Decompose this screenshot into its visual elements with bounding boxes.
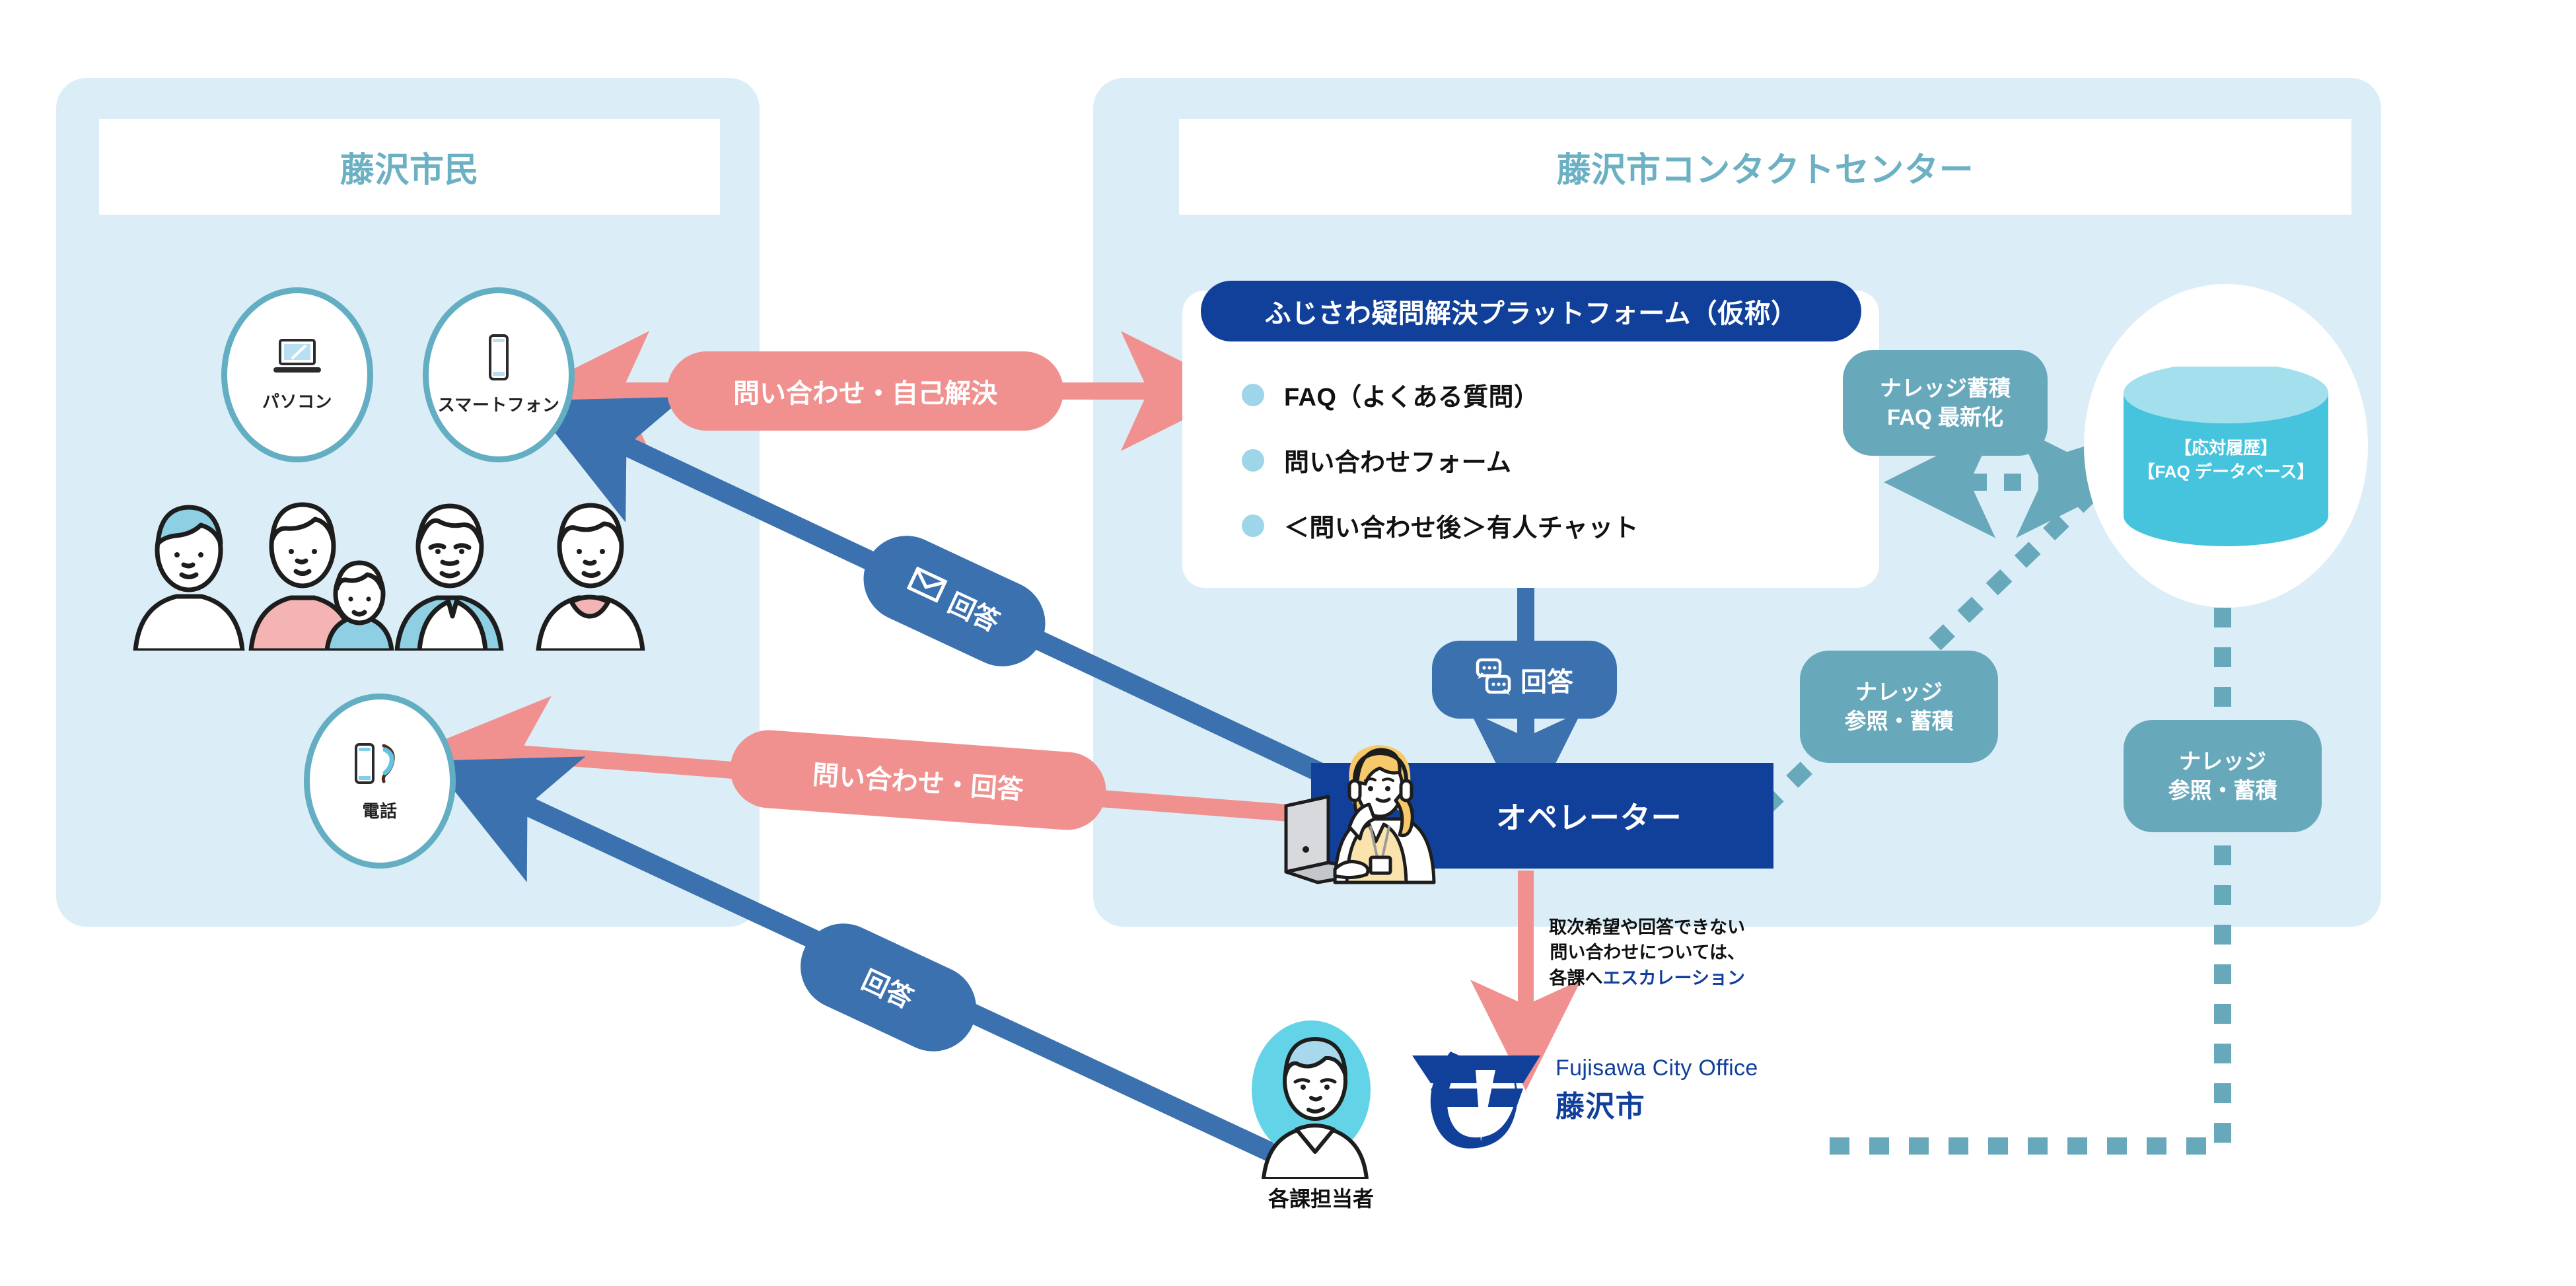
dept-staff-avatar	[1262, 1037, 1369, 1179]
device-smartphone[interactable]: スマートフォン	[423, 287, 575, 462]
panel-citizens-title-box: 藤沢市民	[99, 119, 720, 215]
database-cylinder-icon	[2124, 367, 2328, 546]
panel-citizens-title: 藤沢市民	[340, 151, 480, 190]
label-answer-chat-text: 回答	[1521, 668, 1573, 697]
label-answer-chat: 回答	[1432, 641, 1617, 719]
platform-item-label: ＜問い合わせ後＞有人チャット	[1284, 515, 1639, 542]
platform-badge: ふじさわ疑問解決プラットフォーム（仮称）	[1201, 281, 1861, 341]
mail-icon	[904, 566, 948, 609]
badge-knowledge-ref-dept-line1: ナレッジ	[2179, 749, 2266, 774]
fujisawa-city-logo-en: Fujisawa City Office	[1556, 1055, 1758, 1081]
escalation-note-line2: 問い合わせについては、	[1550, 943, 1745, 963]
badge-knowledge-accumulate: ナレッジ蓄積 FAQ 最新化	[1843, 350, 2048, 456]
escalation-note-line1: 取次希望や回答できない	[1549, 917, 1745, 937]
badge-knowledge-accumulate-line1: ナレッジ蓄積	[1880, 376, 2011, 401]
fujisawa-city-logo-mark	[1412, 1052, 1540, 1149]
label-inquiry-answer-phone-text: 問い合わせ・回答	[811, 760, 1024, 805]
bullet-dot-icon	[1242, 448, 1264, 472]
badge-knowledge-ref-dept-line2: 参照・蓄積	[2168, 778, 2277, 803]
badge-knowledge-ref-operator: ナレッジ 参照・蓄積	[1800, 651, 1998, 763]
operator-illustration	[1284, 745, 1436, 884]
label-answer-mail: 回答	[849, 521, 1059, 681]
device-pc[interactable]: パソコン	[221, 287, 373, 462]
label-answer-phone-text: 回答	[857, 965, 917, 1015]
escalation-note-line3-prefix: 各課へ	[1549, 968, 1603, 988]
bullet-dot-icon	[1242, 514, 1264, 537]
database-label: 【応対履歴】 【FAQ データベース】	[2117, 436, 2335, 484]
platform-item[interactable]: 問い合わせフォーム	[1242, 442, 1639, 478]
platform-item[interactable]: ＜問い合わせ後＞有人チャット	[1242, 507, 1639, 544]
device-pc-label: パソコン	[262, 391, 333, 411]
laptop-icon	[271, 338, 324, 382]
panel-contact-center-title-box: 藤沢市コンタクトセンター	[1179, 119, 2351, 215]
operator-label: オペレーター	[1496, 801, 1682, 835]
device-phone-label: 電話	[362, 801, 398, 821]
escalation-note-line3: 各課へエスカレーション	[1549, 966, 1745, 991]
database-label-line2: 【FAQ データベース】	[2137, 462, 2314, 482]
fujisawa-city-logo-text: Fujisawa City Office 藤沢市	[1556, 1055, 1758, 1125]
badge-knowledge-ref-dept: ナレッジ 参照・蓄積	[2124, 720, 2322, 832]
badge-knowledge-ref-operator-line1: ナレッジ	[1855, 680, 1943, 705]
badge-knowledge-ref-operator-line2: 参照・蓄積	[1844, 709, 1954, 733]
device-smartphone-label: スマートフォン	[437, 394, 560, 415]
label-answer-mail-text: 回答	[943, 589, 1004, 637]
label-inquiry-self-solve: 問い合わせ・自己解決	[667, 351, 1063, 431]
bullet-dot-icon	[1242, 383, 1264, 406]
phone-call-icon	[348, 740, 411, 791]
dept-staff-label: 各課担当者	[1268, 1187, 1374, 1211]
platform-item-label: 問い合わせフォーム	[1284, 449, 1512, 477]
platform-item-label: FAQ（よくある質問）	[1284, 384, 1540, 411]
panel-contact-center-title: 藤沢市コンタクトセンター	[1556, 151, 1974, 190]
badge-knowledge-accumulate-line2: FAQ 最新化	[1886, 405, 2003, 429]
escalation-note-highlight: エスカレーション	[1602, 968, 1745, 988]
label-inquiry-self-solve-text: 問い合わせ・自己解決	[733, 379, 997, 408]
platform-item-list: FAQ（よくある質問） 問い合わせフォーム ＜問い合わせ後＞有人チャット	[1242, 376, 1639, 544]
device-phone[interactable]: 電話	[304, 694, 456, 869]
chat-bubbles-icon	[1476, 658, 1511, 701]
platform-item[interactable]: FAQ（よくある質問）	[1242, 376, 1639, 413]
escalation-note: 取次希望や回答できない 問い合わせについては、 各課へエスカレーション	[1549, 915, 1745, 991]
database-label-line1: 【応対履歴】	[2174, 438, 2277, 458]
fujisawa-city-logo-jp: 藤沢市	[1556, 1090, 1645, 1123]
smartphone-icon	[484, 334, 513, 385]
arrow-knowledge-ref-dept	[1830, 409, 2279, 1155]
citizens-illustration	[133, 502, 645, 651]
